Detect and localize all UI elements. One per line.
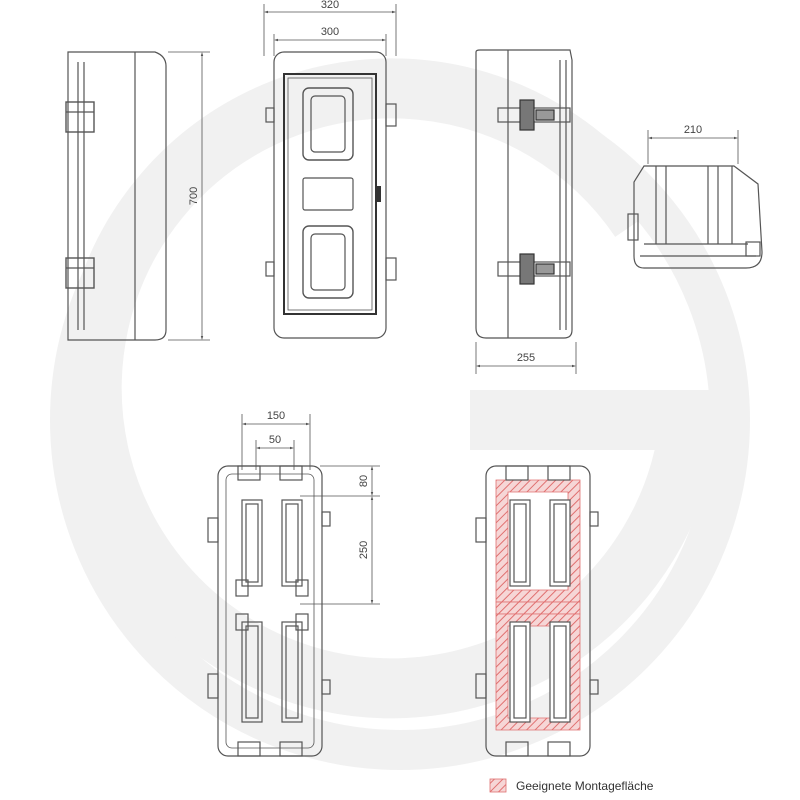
mount-dimensions bbox=[241, 414, 380, 605]
watermark-logo-icon bbox=[50, 58, 750, 770]
top-width-label: 210 bbox=[684, 124, 702, 136]
height-dimension bbox=[168, 51, 210, 341]
front-view bbox=[265, 51, 397, 339]
depth-dimension bbox=[475, 342, 577, 374]
front-inner-width-label: 300 bbox=[321, 26, 339, 38]
height-label: 700 bbox=[188, 187, 200, 205]
top-width-dimension bbox=[647, 130, 739, 164]
top-view bbox=[627, 165, 763, 269]
depth-label: 255 bbox=[517, 352, 535, 364]
front-outer-width-label: 320 bbox=[321, 0, 339, 11]
hatch-swatch-icon bbox=[489, 778, 507, 793]
front-width-dimensions bbox=[263, 4, 397, 56]
side-view-right bbox=[475, 49, 573, 339]
legend-label: Geeignete Montagefläche bbox=[516, 779, 654, 793]
rear-view-mounting-area bbox=[475, 465, 599, 757]
side-view-left bbox=[65, 51, 167, 341]
mount-top-offset-label: 80 bbox=[358, 475, 370, 487]
mount-inner-width-label: 50 bbox=[269, 434, 281, 446]
mount-spacing-label: 250 bbox=[358, 541, 370, 559]
rear-view-mounting bbox=[207, 465, 331, 757]
mount-outer-width-label: 150 bbox=[267, 410, 285, 422]
